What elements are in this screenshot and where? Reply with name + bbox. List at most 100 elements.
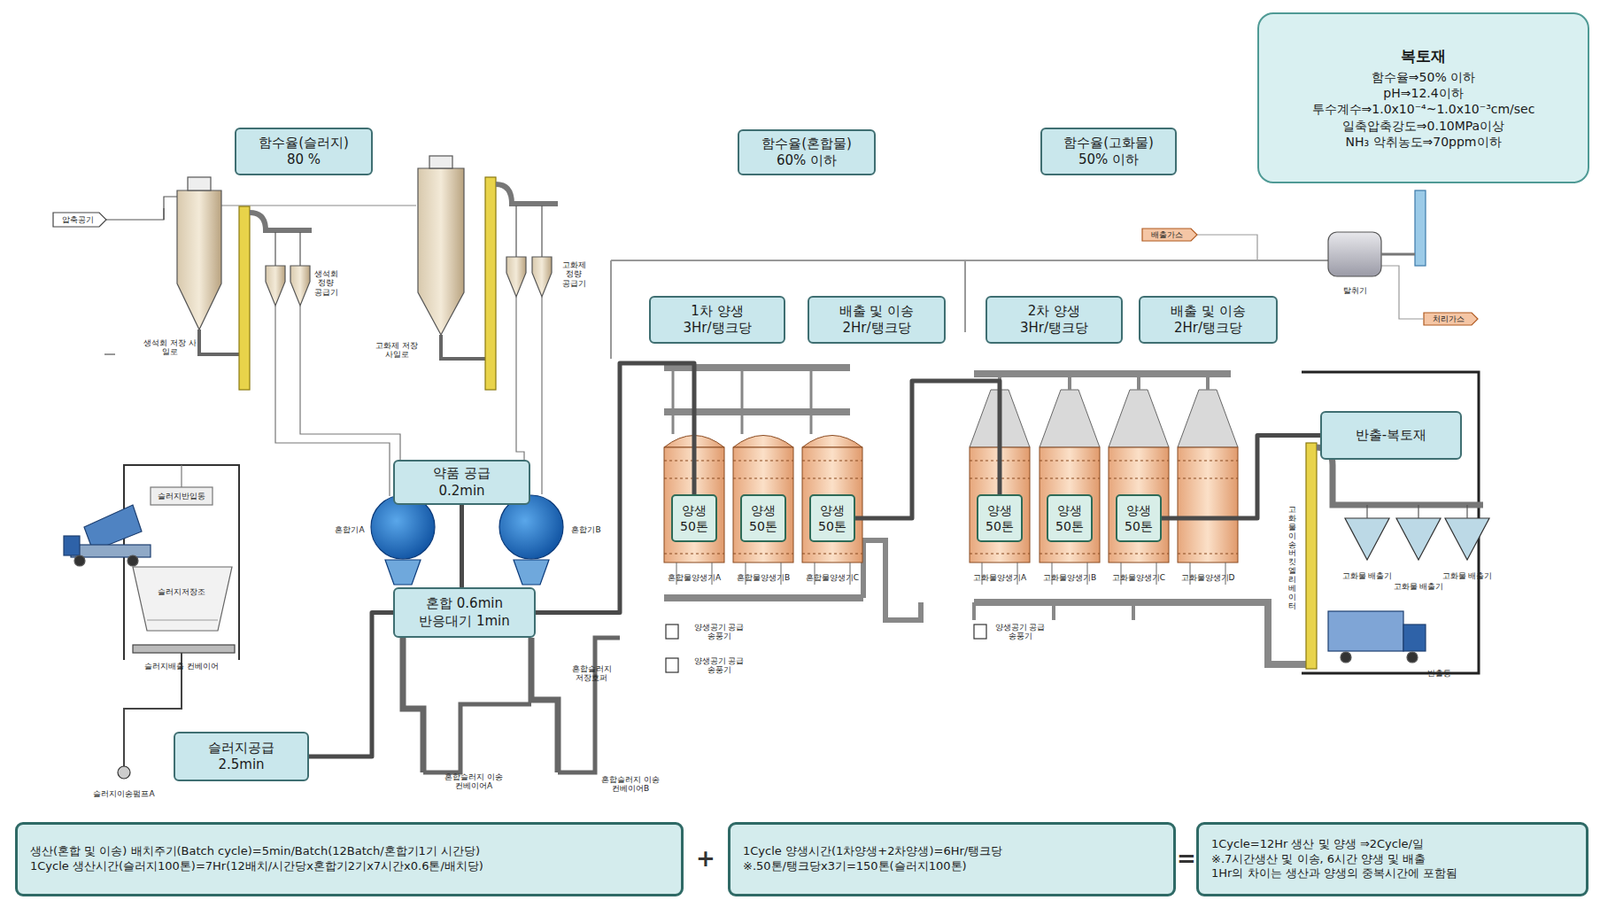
info-box: 2차 양생3Hr/탱크당	[985, 295, 1123, 344]
part-label: 양생공기 공급송풍기	[692, 622, 746, 642]
part-label: 혼합물양생기B	[736, 572, 790, 582]
part-label: 고화물양생기D	[1181, 572, 1236, 582]
part-label: 생석회 정량 공급기	[313, 269, 339, 297]
node-text: 슬러지공급	[208, 739, 275, 758]
node-text: 60% 이하	[776, 152, 837, 171]
node-text: ※.7시간생산 및 이송, 6시간 양생 및 배출	[1211, 851, 1427, 867]
curing-tank	[802, 435, 863, 586]
info-box: 혼합 0.6min반응대기 1min	[393, 587, 536, 638]
part-label: 양생공기 공급송풍기	[993, 622, 1047, 642]
part-label: 슬러지이송펌프A	[92, 788, 155, 798]
node-text: 80 %	[286, 151, 321, 170]
part-label: 혼합기B	[571, 525, 601, 534]
node-text: 1Cycle 생산시간(슬러지100톤)=7Hr(12배치/시간당x혼합기2기x…	[30, 858, 484, 874]
node-text: 1Hr의 차이는 생산과 양생의 중복시간에 포함됨	[1211, 865, 1458, 882]
curing-tank	[1039, 373, 1100, 585]
node-text: 양생 50톤	[1051, 502, 1089, 534]
node-text: 3Hr/탱크당	[1020, 319, 1089, 338]
tank-label: 양생 50톤	[1046, 494, 1093, 542]
part-label: 고화물양생기B	[1043, 572, 1097, 582]
info-box: 함수율(슬러지)80 %	[234, 127, 373, 176]
tank-label: 양생 50톤	[740, 494, 787, 542]
operator-sign: +	[695, 845, 716, 873]
node-text: 1차 양생	[690, 302, 743, 321]
info-box: 배출 및 이송2Hr/탱크당	[1138, 295, 1278, 344]
node-text: 일축압축강도⇒0.10MPa이상	[1342, 117, 1505, 134]
part-label: 슬러지반입동	[157, 491, 206, 501]
node-text: 2.5min	[217, 756, 264, 774]
node-text: 2Hr/탱크당	[842, 319, 911, 338]
curing-tank	[1108, 373, 1169, 585]
node-text: 함수율⇒50% 이하	[1371, 69, 1476, 86]
part-label: 처리가스	[1432, 314, 1465, 324]
part-label: 고화제 정량 공급기	[561, 260, 587, 288]
part-label: 탈취기	[1343, 285, 1368, 295]
info-box: 반출-복토재	[1320, 410, 1462, 460]
node-text: 양생 50톤	[744, 502, 782, 534]
node-text: 복토재	[1400, 46, 1446, 66]
formula-box: 1Cycle 양생시간(1차양생+2차양생)=6Hr/탱크당※.50톤/탱크당x…	[727, 821, 1176, 897]
operator-sign: =	[1176, 845, 1197, 873]
tank-label: 양생 50톤	[671, 494, 718, 542]
part-label: 슬러지저장조	[157, 587, 206, 596]
spec-box: 복토재함수율⇒50% 이하pH⇒12.4이하투수계수⇒1.0x10⁻⁴~1.0x…	[1257, 12, 1590, 184]
part-label: 배출가스	[1151, 230, 1183, 240]
part-label: 혼합물양생기A	[667, 572, 721, 582]
tank-label: 양생 50톤	[809, 494, 856, 542]
node-text: 1Cycle 양생시간(1차양생+2차양생)=6Hr/탱크당	[742, 843, 1003, 859]
node-text: pH⇒12.4이하	[1383, 85, 1463, 101]
node-text: 3Hr/탱크당	[682, 319, 751, 338]
pipe-connector	[309, 612, 394, 758]
node-text: 혼합 0.6min	[425, 595, 503, 613]
part-label: 혼합슬러지 이송컨베이어A	[442, 772, 505, 791]
pipe-connector	[459, 504, 464, 588]
info-box: 함수율(혼합물)60% 이하	[737, 129, 876, 176]
part-label: 생석회 저장 사일로	[143, 338, 197, 357]
node-text: 1Cycle=12Hr 생산 및 양생 ⇒2Cycle/일	[1211, 836, 1424, 852]
part-label: 고화제 저장 사일로	[373, 340, 420, 360]
info-box: 배출 및 이송2Hr/탱크당	[807, 295, 946, 344]
curing-tank	[733, 435, 794, 586]
node-text: 함수율(고화물)	[1063, 134, 1154, 153]
node-text: 양생 50톤	[981, 502, 1019, 534]
node-text: 양생 50톤	[675, 502, 713, 534]
part-label: 고화물 배출기	[1393, 581, 1445, 591]
formula-box: 생산(혼합 및 이송) 배치주기(Batch cycle)=5min/Batch…	[15, 821, 684, 897]
node-text: 반응대기 1min	[418, 612, 511, 631]
part-label: 혼합기A	[334, 525, 364, 534]
node-text: 투수계수⇒1.0x10⁻⁴~1.0x10⁻³cm/sec	[1312, 100, 1536, 117]
part-label: 고화물 배출기	[1342, 571, 1393, 580]
node-text: 양생 50톤	[1120, 502, 1158, 534]
part-label: 반출동	[1427, 668, 1452, 678]
node-text: 반출-복토재	[1355, 426, 1427, 445]
part-label: 혼합슬러지 이송컨베이어B	[599, 774, 662, 794]
part-label: 혼합물양생기C	[805, 572, 859, 582]
node-text: 약품 공급	[432, 464, 491, 483]
formula-box: 1Cycle=12Hr 생산 및 양생 ⇒2Cycle/일※.7시간생산 및 이…	[1196, 821, 1589, 897]
info-box: 1차 양생3Hr/탱크당	[649, 295, 786, 344]
node-text: 생산(혼합 및 이송) 배치주기(Batch cycle)=5min/Batch…	[30, 843, 480, 859]
part-label: 슬러지배출 컨베이어	[144, 661, 219, 671]
node-text: 함수율(슬러지)	[258, 134, 349, 153]
part-label: 고화물 이송 버킷엘리베이터	[1288, 505, 1297, 611]
part-label: 고화물양생기A	[973, 572, 1027, 582]
node-text: 함수율(혼합물)	[761, 135, 852, 154]
node-text: 2차 양생	[1028, 302, 1081, 321]
curing-tank	[1177, 373, 1238, 585]
node-text: 0.2min	[438, 482, 485, 501]
node-text: NH₃ 악취농도⇒70ppm이하	[1344, 133, 1501, 150]
node-text: 배출 및 이송	[839, 302, 915, 321]
part-label: 양생공기 공급송풍기	[692, 656, 746, 675]
info-box: 약품 공급0.2min	[393, 459, 531, 505]
node-text: 배출 및 이송	[1170, 302, 1246, 321]
node-text: 양생 50톤	[813, 502, 851, 534]
node-text: 50% 이하	[1078, 151, 1139, 170]
node-text: 2Hr/탱크당	[1174, 319, 1243, 338]
part-label: 압축공기	[61, 215, 94, 225]
part-label: 혼합슬러지 저장호퍼	[568, 664, 615, 683]
info-box: 함수율(고화물)50% 이하	[1040, 127, 1177, 176]
tank-label: 양생 50톤	[976, 494, 1023, 542]
pipe-connector	[1161, 435, 1321, 519]
node-text: ※.50톤/탱크당x3기=150톤(슬러지100톤)	[742, 858, 967, 874]
part-label: 고화물 배출기	[1442, 571, 1493, 580]
